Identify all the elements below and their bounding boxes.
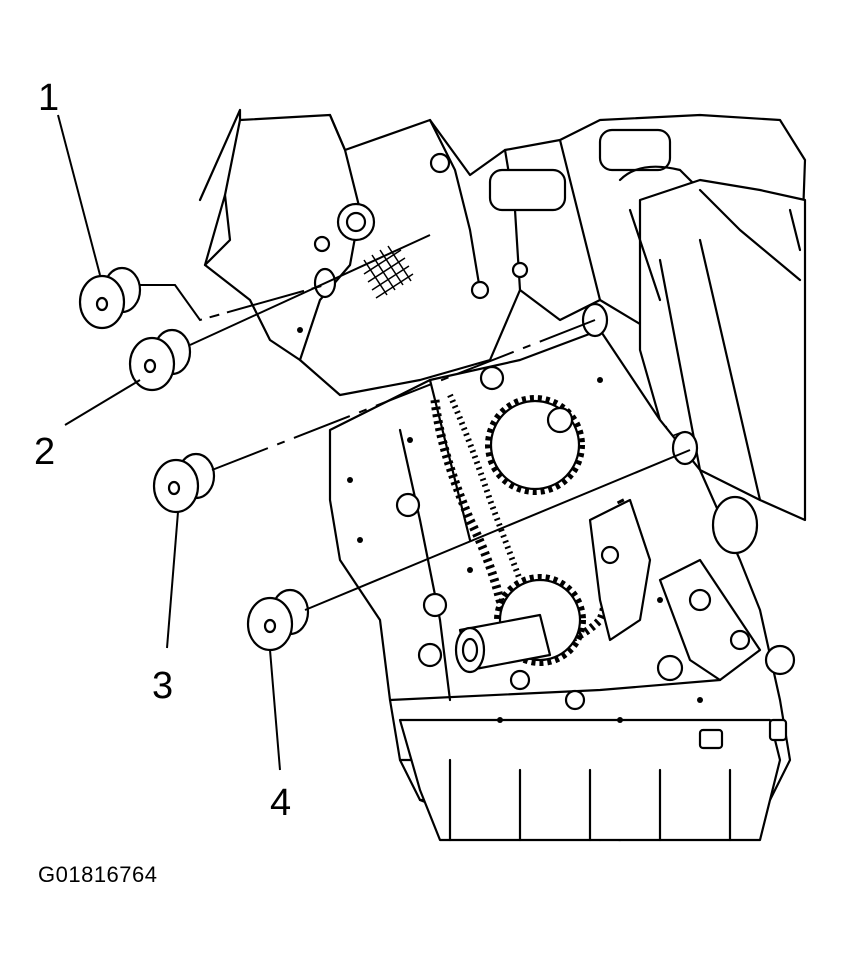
callout-4: 4 — [270, 782, 291, 824]
callout-3: 3 — [152, 665, 173, 707]
plug-3 — [152, 452, 216, 514]
plug-2 — [128, 328, 192, 392]
plug-1 — [78, 266, 142, 330]
leader-line-3 — [166, 511, 179, 649]
leader-line-2 — [64, 379, 141, 426]
alignment-line-3 — [211, 319, 596, 471]
alignment-line-1 — [140, 284, 326, 322]
leader-line-4 — [269, 649, 281, 771]
leader-line-1 — [57, 114, 101, 276]
alignment-line-2 — [189, 234, 431, 346]
alignment-lines — [140, 234, 691, 611]
plug-4 — [246, 588, 310, 652]
figure-id: G01816764 — [38, 862, 158, 887]
alignment-line-4 — [304, 449, 691, 611]
leader-lines — [57, 114, 281, 771]
callout-1: 1 — [38, 77, 59, 119]
engine-block — [198, 108, 807, 842]
callout-2: 2 — [34, 431, 55, 473]
